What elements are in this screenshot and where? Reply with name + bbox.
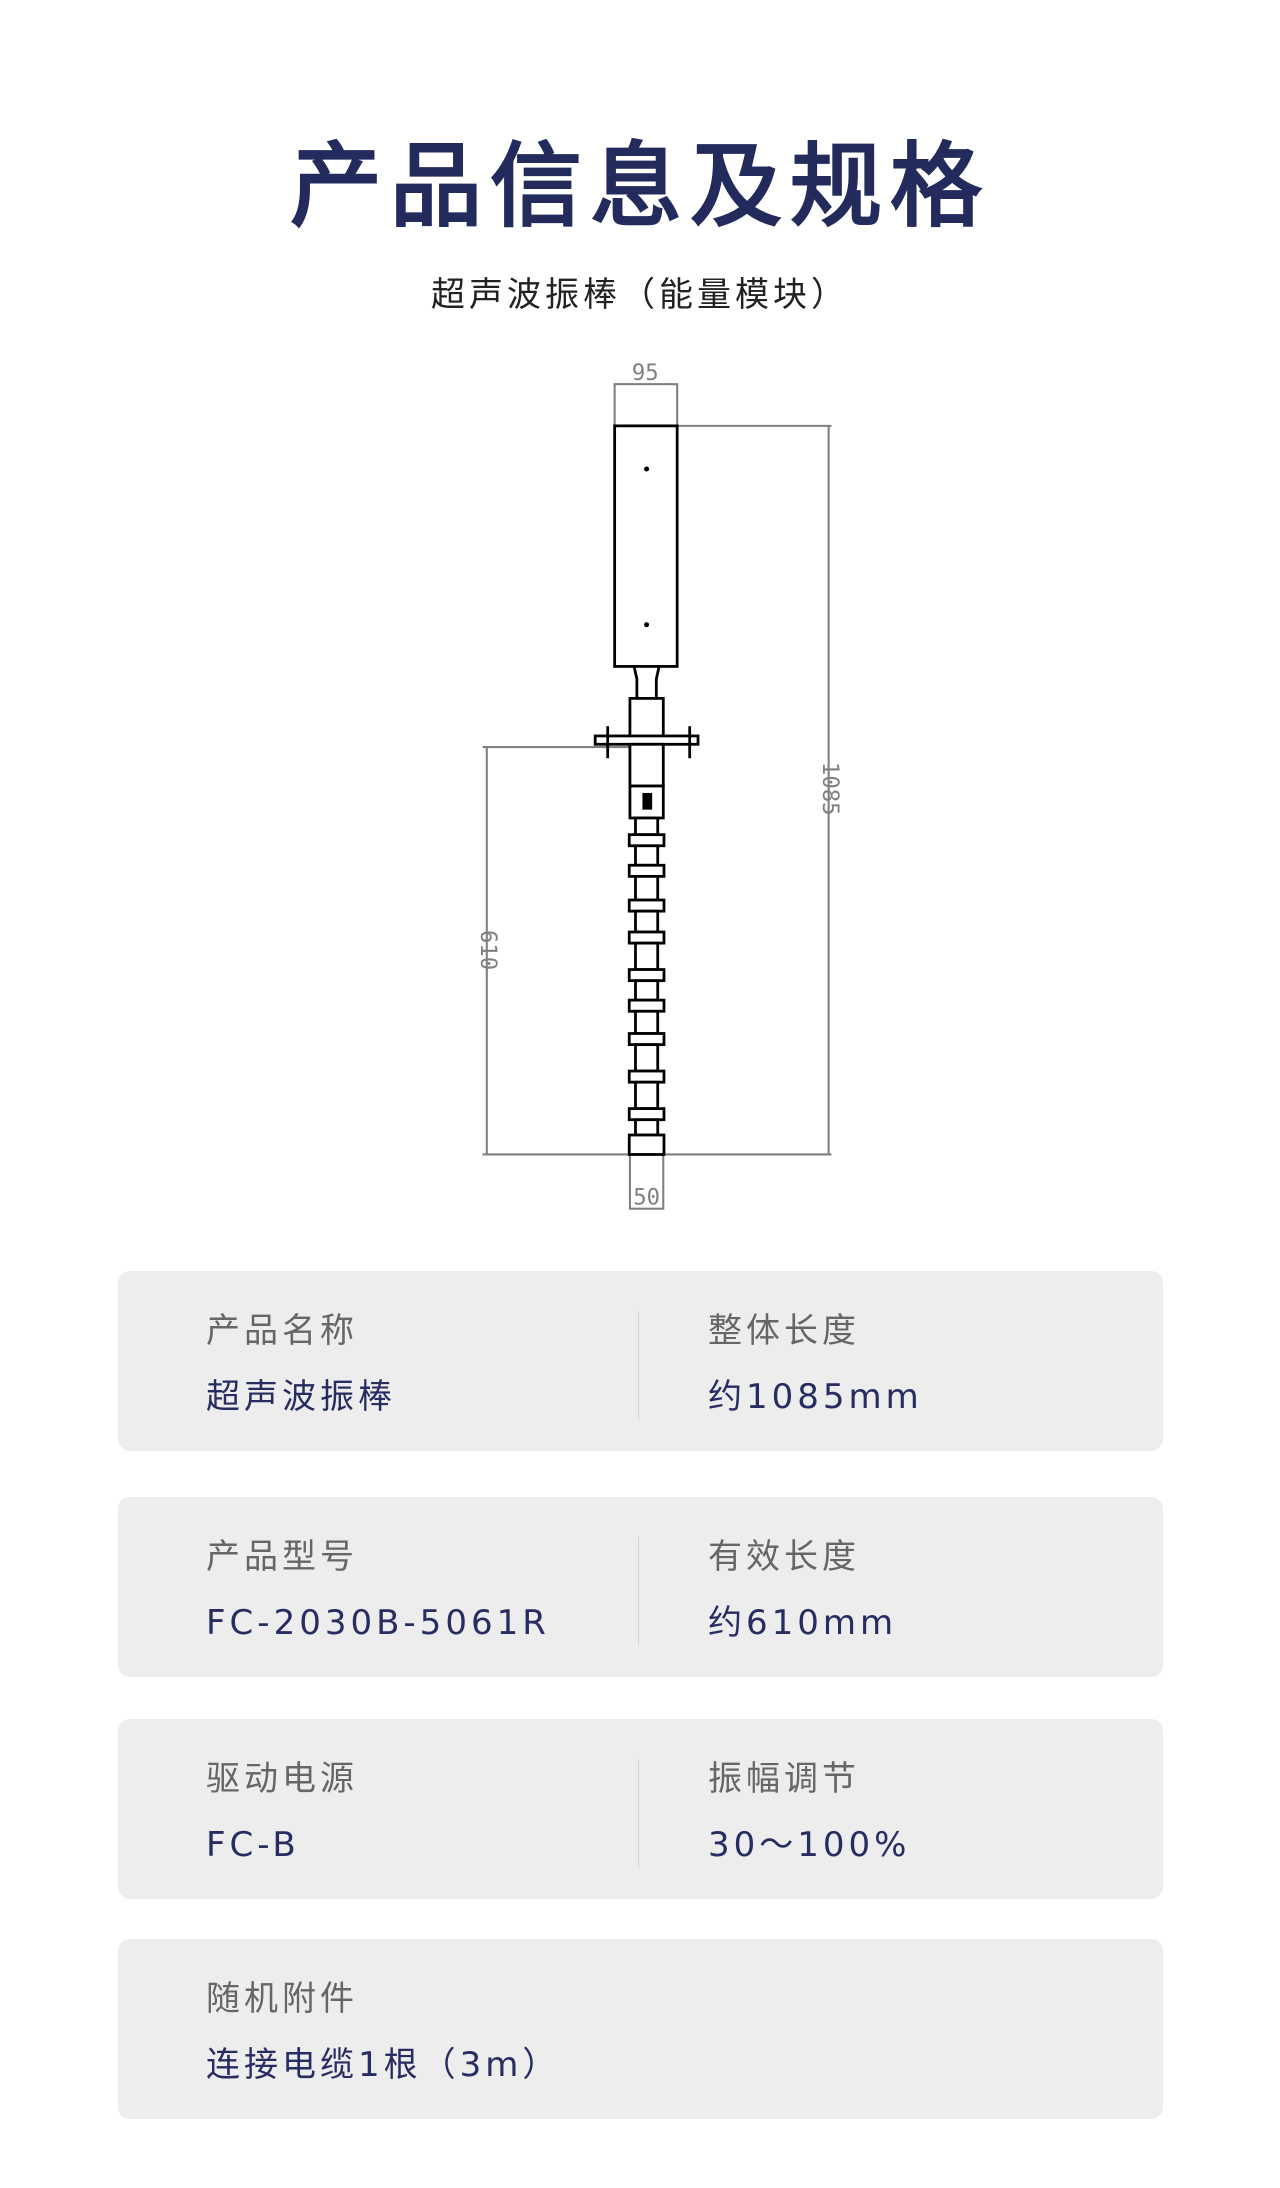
rod-ring — [627, 1032, 666, 1047]
spec-value: 超声波振棒 — [206, 1377, 396, 1417]
rod-ring — [627, 1107, 666, 1122]
rod-segment — [634, 979, 660, 1002]
transducer-body — [593, 424, 700, 820]
spec-label: 产品型号 — [206, 1537, 358, 1577]
spec-label: 有效长度 — [708, 1537, 860, 1577]
rod-segment — [634, 1043, 660, 1073]
dimension-tip-label: 50 — [633, 1185, 660, 1211]
rod-ring — [627, 833, 666, 848]
spec-label: 随机附件 — [206, 1979, 358, 2019]
spec-value: 连接电缆1根（3m） — [206, 2045, 561, 2085]
spec-card: 产品名称 超声波振棒 整体长度 约1085mm — [118, 1271, 1163, 1451]
spec-value: 30～100% — [708, 1825, 911, 1865]
rod-ring — [627, 998, 666, 1013]
spec-label: 产品名称 — [206, 1311, 358, 1351]
spec-label: 整体长度 — [708, 1311, 860, 1351]
spec-label: 驱动电源 — [206, 1759, 358, 1799]
spec-value: 约1085mm — [708, 1377, 923, 1417]
rod-segment — [634, 909, 660, 934]
spec-value: 约610mm — [708, 1603, 898, 1643]
spec-value: FC-2030B-5061R — [206, 1603, 550, 1643]
page-title: 产品信息及规格 — [289, 133, 990, 240]
divider — [638, 1311, 639, 1419]
rod-segment — [634, 941, 660, 971]
rod-ring — [627, 968, 666, 983]
rod-ring — [627, 930, 666, 945]
spec-value: FC-B — [206, 1825, 300, 1865]
rod-segment — [634, 1118, 660, 1137]
rod-ring — [627, 1069, 666, 1084]
product-dimension-drawing: 95 1085 610 50 — [475, 360, 843, 1211]
rod-segment — [634, 844, 660, 867]
spec-card: 随机附件 连接电缆1根（3m） — [118, 1939, 1163, 2119]
dimension-effective-length-label: 610 — [475, 930, 501, 970]
divider — [638, 1537, 639, 1645]
rod-segment — [634, 1080, 660, 1110]
rod-segment — [634, 874, 660, 902]
dimension-total-length-label: 1085 — [817, 762, 843, 816]
rod-ring — [627, 1133, 666, 1156]
page-subtitle: 超声波振棒（能量模块） — [431, 275, 849, 315]
divider — [638, 1759, 639, 1867]
dimension-width-label: 95 — [632, 360, 659, 386]
spec-label: 振幅调节 — [708, 1759, 860, 1799]
rod-ring — [627, 898, 666, 913]
vibrating-rod — [627, 816, 666, 1156]
spec-card: 驱动电源 FC-B 振幅调节 30～100% — [118, 1719, 1163, 1899]
rod-segment — [634, 816, 660, 837]
spec-card: 产品型号 FC-2030B-5061R 有效长度 约610mm — [118, 1497, 1163, 1677]
rod-segment — [634, 1009, 660, 1035]
mounting-dots — [642, 466, 653, 810]
rod-ring — [627, 863, 666, 878]
